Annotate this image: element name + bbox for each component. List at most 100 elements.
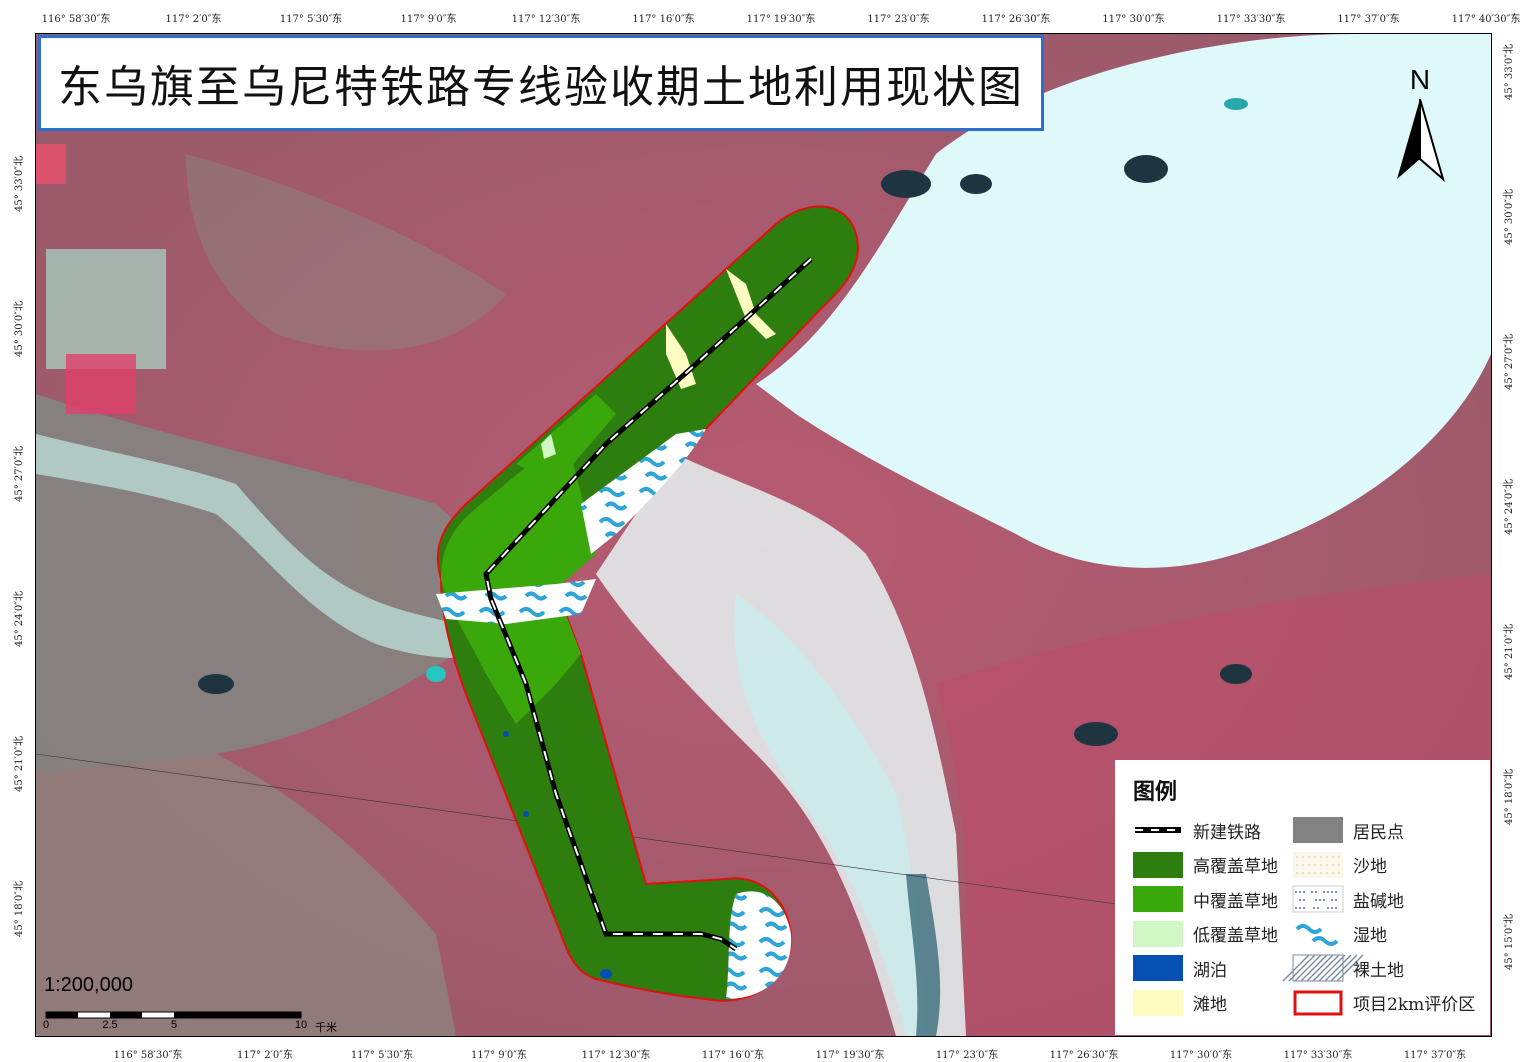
legend-swatch xyxy=(1133,851,1183,878)
coordinate-tick: 116° 58′30″东 xyxy=(41,14,111,25)
coordinate-tick: 45° 27′0″北 xyxy=(1504,334,1515,390)
legend-item: 高覆盖草地 xyxy=(1133,851,1278,878)
legend-label: 湖泊 xyxy=(1193,960,1227,981)
coordinate-tick: 117° 2′0″东 xyxy=(237,1050,293,1061)
urban-red xyxy=(66,354,136,414)
coordinate-tick: 45° 18′0″北 xyxy=(14,881,25,937)
coordinate-tick: 117° 9′0″东 xyxy=(400,14,457,25)
legend-swatch xyxy=(1293,990,1343,1016)
coordinate-tick: 45° 18′0″北 xyxy=(1504,769,1515,825)
coordinate-tick: 117° 40′30″东 xyxy=(1451,14,1520,25)
pond xyxy=(1224,98,1248,110)
salt-lake xyxy=(756,34,1491,568)
map-title: 东乌旗至乌尼特铁路专线验收期土地利用现状图 xyxy=(58,62,1024,113)
coordinate-tick: 117° 12′30″东 xyxy=(581,1050,651,1061)
corridor-lake xyxy=(523,811,529,817)
scale-tick-3: 10 xyxy=(294,1019,308,1031)
coordinate-tick: 117° 37′0″东 xyxy=(1403,1050,1467,1061)
dark-patch xyxy=(1074,722,1118,746)
legend-label: 沙地 xyxy=(1353,857,1387,877)
coordinate-tick: 117° 5′30″东 xyxy=(350,1050,414,1061)
legend-item: 新建铁路 xyxy=(1133,817,1261,843)
scale-tick-1: 2.5 xyxy=(102,1019,118,1031)
legend-item: 居民点 xyxy=(1293,817,1404,843)
corridor-wetland-east xyxy=(581,429,706,554)
scale-tick-0: 0 xyxy=(42,1019,50,1031)
dark-patch xyxy=(881,170,931,198)
legend-label: 新建铁路 xyxy=(1193,822,1261,843)
coordinate-tick: 117° 30′0″东 xyxy=(1169,1050,1233,1061)
legend-label: 项目2km评价区 xyxy=(1353,995,1476,1015)
legend-swatch xyxy=(1292,885,1344,913)
legend-item: 沙地 xyxy=(1293,851,1387,878)
corridor-medium-grass xyxy=(441,434,596,724)
coordinate-tick: 45° 27′0″北 xyxy=(14,446,25,502)
terrain-grey-northwest xyxy=(186,154,506,351)
scale-bar xyxy=(45,1011,302,1019)
corridor-lake xyxy=(600,969,612,979)
coordinate-tick: 117° 26′30″东 xyxy=(981,14,1051,25)
legend-label: 湿地 xyxy=(1353,926,1387,946)
coordinate-tick: 116° 58′30″东 xyxy=(113,1050,183,1061)
legend-item: 裸土地 xyxy=(1282,954,1404,982)
corridor-lake xyxy=(503,731,509,737)
dark-patch xyxy=(1124,155,1168,183)
coordinate-tick: 117° 37′0″东 xyxy=(1337,14,1400,25)
coordinate-tick: 45° 21′0″北 xyxy=(14,736,25,792)
north-label: N xyxy=(1409,64,1431,95)
terrain-grey-south xyxy=(36,754,456,1036)
coordinate-tick: 45° 33′0″北 xyxy=(14,156,25,212)
coordinate-tick: 45° 33′0″北 xyxy=(1504,44,1515,100)
coordinate-tick: 45° 24′0″北 xyxy=(1504,479,1515,535)
legend-item: 盐碱地 xyxy=(1292,885,1404,913)
coordinate-tick: 45° 30′0″北 xyxy=(14,301,25,357)
coordinate-tick: 117° 26′30″东 xyxy=(1049,1050,1119,1061)
dark-patch xyxy=(960,174,992,194)
coordinate-tick: 45° 24′0″北 xyxy=(14,591,25,647)
legend-label: 中覆盖草地 xyxy=(1193,891,1278,912)
legend-swatch xyxy=(1133,989,1183,1016)
pond xyxy=(426,666,446,682)
salt-flat-inner xyxy=(734,594,926,1036)
coordinate-tick: 45° 30′0″北 xyxy=(1504,189,1515,245)
river-dark-south xyxy=(906,874,941,1036)
legend-swatch xyxy=(1282,954,1364,982)
corridor-wetland-cross xyxy=(436,579,596,624)
coordinate-tick: 117° 5′30″东 xyxy=(279,14,343,25)
legend-label: 居民点 xyxy=(1353,822,1404,843)
legend-swatch xyxy=(1133,920,1183,947)
coordinate-tick: 117° 16′0″东 xyxy=(701,1050,765,1061)
legend-swatch xyxy=(1133,886,1183,912)
legend-label: 滩地 xyxy=(1193,995,1227,1015)
coordinate-tick: 117° 23′0″东 xyxy=(935,1050,999,1061)
corridor-high-grass xyxy=(436,205,859,1002)
legend-item: 中覆盖草地 xyxy=(1133,886,1278,912)
coordinate-tick: 117° 16′0″东 xyxy=(632,14,695,25)
scale-tick-2: 5 xyxy=(170,1019,178,1031)
legend-swatch xyxy=(1293,851,1343,878)
legend-item: 湿地 xyxy=(1293,920,1387,947)
legend-label: 裸土地 xyxy=(1353,960,1404,981)
coordinate-tick: 117° 33′30″东 xyxy=(1216,14,1286,25)
legend-title: 图例 xyxy=(1133,780,1178,805)
legend-swatch xyxy=(1293,817,1343,843)
legend-item: 项目2km评价区 xyxy=(1293,990,1475,1016)
coordinate-tick: 117° 23′0″东 xyxy=(867,14,930,25)
legend-item: 滩地 xyxy=(1133,989,1227,1016)
terrain-reddish-east xyxy=(936,574,1491,1036)
coordinate-tick: 117° 19′30″东 xyxy=(815,1050,885,1061)
legend-item: 低覆盖草地 xyxy=(1133,920,1278,947)
coordinate-tick: 117° 33′30″东 xyxy=(1283,1050,1353,1061)
coordinate-tick: 117° 30′0″东 xyxy=(1102,14,1165,25)
coordinate-tick: 45° 15′0″北 xyxy=(1504,914,1515,970)
river-valley xyxy=(36,434,556,658)
map-title-box: 东乌旗至乌尼特铁路专线验收期土地利用现状图 xyxy=(38,35,1044,131)
town-area xyxy=(46,249,166,369)
corridor-medium-grass-north xyxy=(516,394,616,484)
legend-label: 低覆盖草地 xyxy=(1193,926,1278,946)
corridor-low-grass xyxy=(541,434,556,459)
coordinate-tick: 117° 2′0″东 xyxy=(165,14,222,25)
legend-label: 盐碱地 xyxy=(1353,891,1404,912)
new-railway xyxy=(483,257,813,952)
corridor-wetland-south xyxy=(726,891,792,999)
